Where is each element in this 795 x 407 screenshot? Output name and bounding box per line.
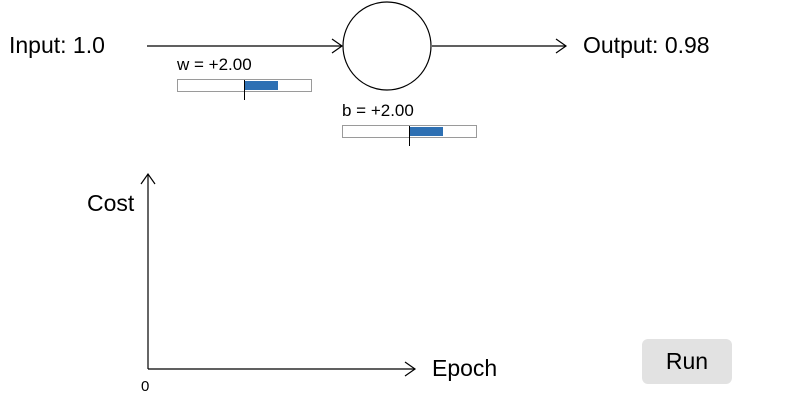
input-arrow	[147, 38, 344, 54]
epoch-axis-label: Epoch	[432, 355, 498, 381]
weight-slider-zero-tick	[243, 80, 245, 100]
bias-slider[interactable]	[342, 125, 477, 146]
output-arrow	[432, 38, 568, 54]
bias-label: b = +2.00	[342, 101, 414, 120]
cost-y-axis	[140, 172, 156, 369]
neuron-circle	[342, 1, 432, 91]
bias-slider-fill	[409, 127, 443, 136]
input-label: Input: 1.0	[9, 32, 105, 58]
bias-slider-zero-tick	[408, 126, 410, 146]
run-button[interactable]: Run	[642, 339, 732, 384]
weight-slider[interactable]	[177, 79, 312, 100]
output-label: Output: 0.98	[583, 32, 710, 58]
cost-axis-label: Cost	[87, 190, 135, 216]
origin-label: 0	[141, 378, 150, 395]
weight-label: w = +2.00	[177, 55, 252, 74]
weight-slider-fill	[244, 81, 278, 90]
cost-x-axis	[148, 361, 417, 377]
